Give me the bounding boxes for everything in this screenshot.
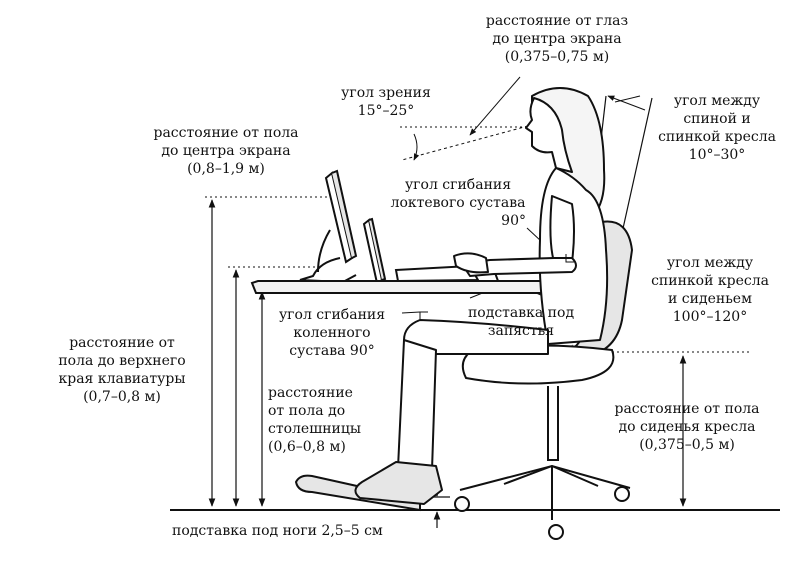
elbow-angle-label: угол сгибания локтевого сустава 90° xyxy=(390,177,526,229)
wrist-rest-label: подставка под запястья xyxy=(467,305,575,339)
floor-to-keyboard-label: расстояние от пола до верхнего края клав… xyxy=(58,335,186,405)
eye-to-screen-label: расстояние от глаз до центра экрана (0,3… xyxy=(485,13,629,65)
floor-to-seat-label: расстояние от пола до сиденья кресла (0,… xyxy=(614,401,760,453)
chair xyxy=(454,220,634,540)
backrest-seat-angle-label: угол между спинкой кресла и сиденьем 100… xyxy=(651,255,769,325)
monitor xyxy=(299,169,358,284)
back-angle-label: угол между спиной и спинкой кресла 10°–3… xyxy=(658,93,776,163)
floor-to-screen-label: расстояние от пола до центра экрана (0,8… xyxy=(153,125,299,177)
footrest-label: подставка под ноги 2,5–5 см xyxy=(172,523,383,539)
person xyxy=(354,87,609,505)
reference-lines xyxy=(205,126,752,353)
floor-to-desk-label: расстояние от пола до столешницы (0,6–0,… xyxy=(268,385,362,455)
knee-angle-label: угол сгибания коленного сустава 90° xyxy=(278,307,386,359)
elbow-angle-mark xyxy=(419,254,574,320)
view-angle-label: угол зрения 15°–25° xyxy=(341,85,431,119)
